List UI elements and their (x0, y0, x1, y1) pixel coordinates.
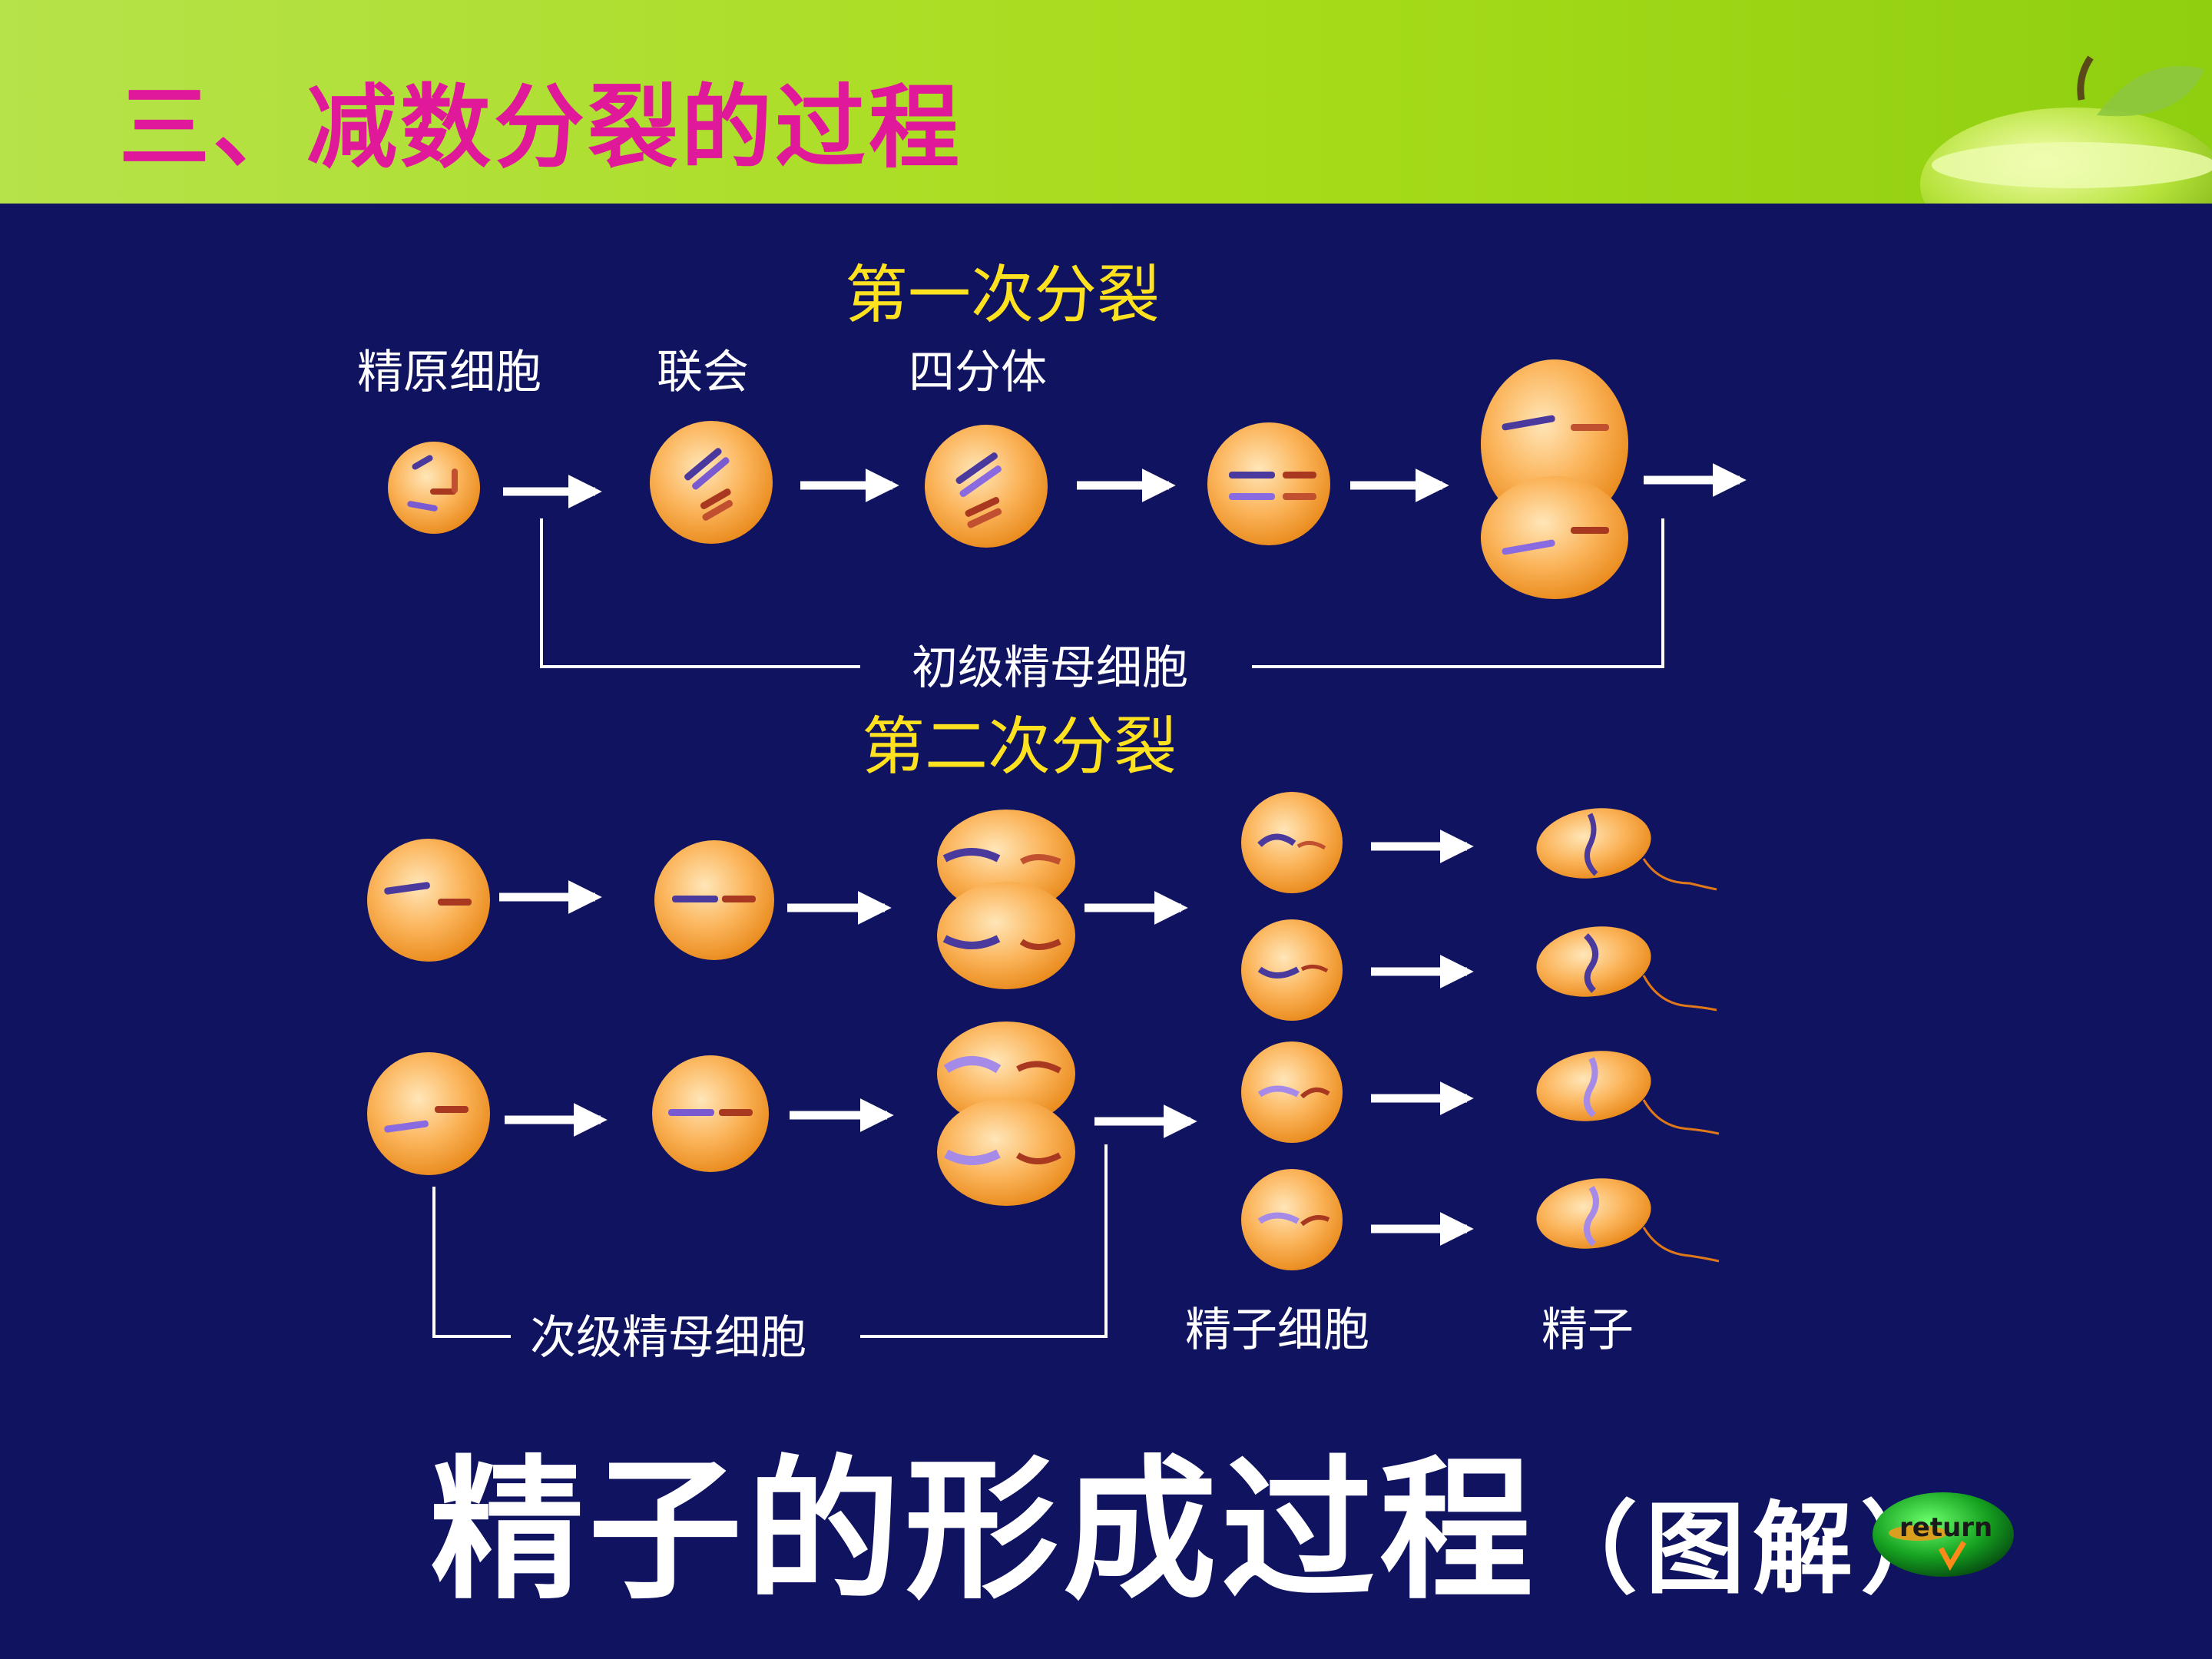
page-title: 三、减数分裂的过程 (119, 75, 963, 180)
spermatid-4 (1241, 1169, 1343, 1270)
cell-synapsis (650, 421, 773, 544)
caption-main: 精子的形成过程 (430, 1442, 1538, 1621)
return-button[interactable]: return (1870, 1488, 2016, 1579)
label-spermatid: 精子细胞 (1185, 1303, 1369, 1357)
label-synapsis: 联会 (657, 346, 749, 399)
sperm-1 (1536, 808, 1717, 891)
stage-title-second-division: 第二次分裂 (862, 710, 1177, 783)
cell-secondary-b (367, 1052, 490, 1175)
secondary-spermatocyte-bracket (432, 1144, 1108, 1338)
cell-tetrad (925, 425, 1048, 548)
sperm-3 (1536, 1051, 1720, 1135)
return-icon: return (1873, 1492, 2014, 1577)
cell-anaphase-ii-b (937, 1022, 1075, 1206)
label-tetrad: 四分体 (909, 346, 1047, 399)
diagram-caption: 精子的形成过程（图解） (430, 1406, 1968, 1628)
spermatid-2 (1241, 919, 1343, 1021)
cell-metaphase-i (1207, 422, 1330, 545)
primary-spermatocyte-bracket (540, 518, 1664, 668)
cell-anaphase-i (1481, 359, 1628, 599)
cell-metaphase-ii-a (654, 840, 774, 960)
return-label: return (1899, 1512, 1992, 1543)
sperm-4 (1536, 1178, 1720, 1263)
label-spermatogonium: 精原细胞 (357, 346, 541, 399)
cell-metaphase-ii-b (652, 1055, 769, 1172)
cell-anaphase-ii-a (937, 810, 1075, 989)
spermatid-3 (1241, 1041, 1343, 1143)
label-sperm: 精子 (1541, 1303, 1634, 1357)
sperm-2 (1536, 926, 1717, 1012)
spermatid-1 (1241, 792, 1343, 893)
label-primary-spermatocyte: 初级精母细胞 (912, 641, 1188, 695)
stage-title-first-division: 第一次分裂 (845, 259, 1160, 332)
cell-secondary-a (367, 839, 490, 962)
apple-icon (1920, 55, 2212, 204)
header-bar: 三、减数分裂的过程 (0, 0, 2212, 204)
cell-spermatogonium (388, 442, 480, 534)
label-secondary-spermatocyte: 次级精母细胞 (530, 1311, 806, 1365)
